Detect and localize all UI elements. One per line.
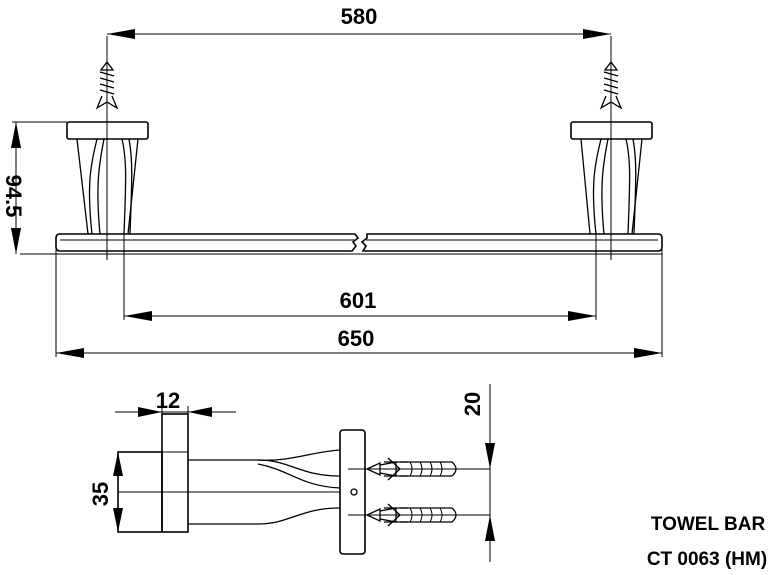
dimension-label-601: 601 [340, 288, 377, 313]
product-caption: TOWEL BAR CT 0063 (HM) [647, 514, 767, 570]
dimension-label-94-5: 94.5 [1, 175, 26, 218]
upper-screw-anchor [365, 457, 457, 481]
left-wall-anchor [95, 36, 119, 260]
side-wall-plate [339, 429, 490, 555]
dimension-580: 580 [107, 4, 611, 39]
dimension-label-35: 35 [88, 482, 113, 506]
dimension-label-20: 20 [460, 392, 485, 416]
dimension-20: 20 [460, 384, 495, 562]
side-bracket-arm [188, 449, 341, 525]
dimension-650: 650 [55, 247, 663, 358]
dimension-12: 12 [115, 388, 236, 417]
caption-product-code: CT 0063 (HM) [647, 549, 767, 570]
dimension-label-650: 650 [338, 326, 375, 351]
side-bracket-block [117, 413, 340, 533]
dimension-35: 35 [88, 452, 123, 532]
dimension-label-12: 12 [156, 388, 180, 413]
side-view: 12 35 20 [88, 384, 495, 562]
right-wall-anchor [599, 36, 623, 260]
caption-product-name: TOWEL BAR [651, 514, 766, 535]
lower-screw-anchor [365, 503, 457, 527]
dimension-94-5: 94.5 [1, 121, 67, 254]
dimension-601: 601 [123, 234, 597, 321]
towel-bar-rail [20, 233, 663, 255]
dimension-label-580: 580 [341, 4, 378, 29]
front-view: 580 94.5 601 650 [1, 4, 663, 358]
